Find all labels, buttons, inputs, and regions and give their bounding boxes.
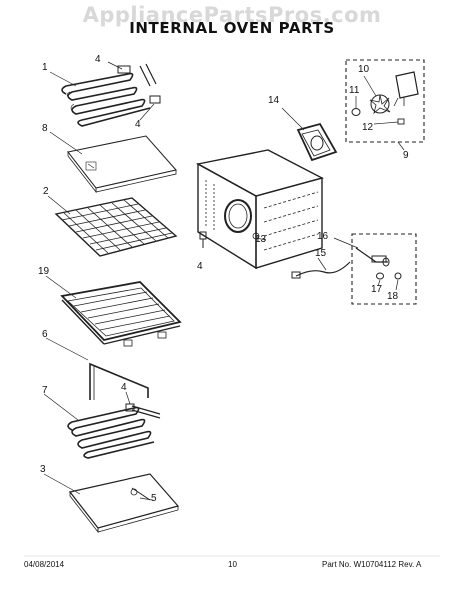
callout-13: 13 [255, 234, 267, 245]
callout-14: 14 [268, 95, 280, 106]
convection-fan-assembly [345, 59, 425, 143]
callout-19: 19 [38, 266, 50, 277]
callout-4: 4 [95, 54, 101, 65]
oven-bottom-panel [67, 135, 177, 194]
callout-17: 17 [371, 284, 383, 295]
callout-15: 15 [315, 248, 327, 259]
page-title: INTERNAL OVEN PARTS [129, 19, 335, 37]
callout-11: 11 [349, 85, 360, 96]
callout-3: 3 [40, 464, 46, 475]
oven-cavity [195, 149, 324, 270]
sensor-harness [291, 261, 351, 279]
oven-bottom-cover [68, 473, 180, 534]
oven-rack [54, 197, 178, 257]
roller-rack [60, 281, 182, 347]
callout-8: 8 [42, 123, 48, 134]
callout-4: 4 [121, 382, 127, 393]
callout-2: 2 [43, 186, 49, 197]
callout-12: 12 [362, 122, 374, 133]
callout-1: 1 [42, 62, 48, 73]
callout-16: 16 [317, 231, 329, 242]
callout-6: 6 [42, 329, 48, 340]
mounting-screw [199, 231, 207, 248]
convection-fan-cover [296, 122, 338, 162]
callout-4: 4 [197, 261, 203, 272]
callout-4: 4 [135, 119, 141, 130]
bake-element-frame [89, 362, 149, 400]
footer-part-number: Part No. W10704112 Rev. A [322, 560, 422, 569]
callout-10: 10 [358, 64, 370, 75]
temperature-sensor-group [351, 233, 417, 305]
bake-element [67, 403, 161, 459]
callout-5: 5 [151, 493, 157, 504]
footer-date: 04/08/2014 [24, 560, 65, 569]
callout-18: 18 [387, 291, 399, 302]
callout-7: 7 [42, 385, 48, 396]
broil-element [61, 63, 161, 127]
footer-page-number: 10 [228, 560, 237, 569]
callout-9: 9 [403, 150, 409, 161]
watermark: AppliancePartsPros.com [82, 3, 382, 27]
